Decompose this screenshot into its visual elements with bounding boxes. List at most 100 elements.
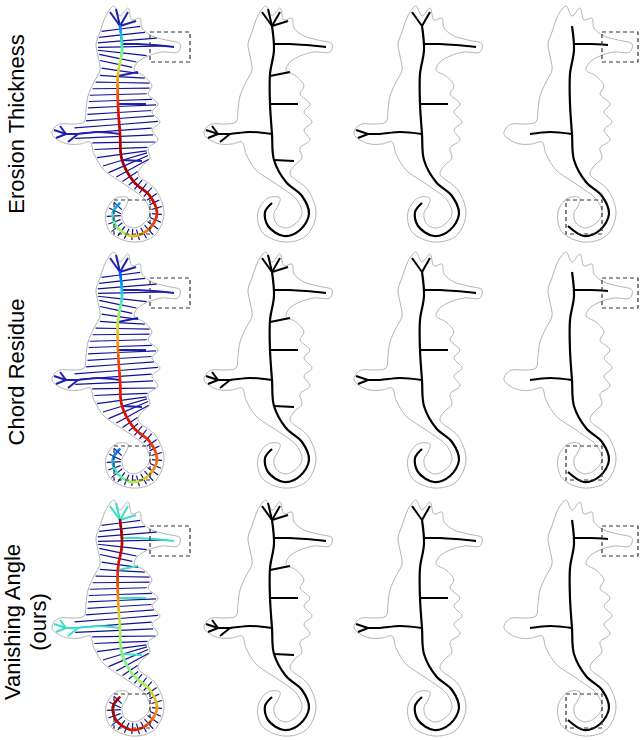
branch-line [103, 654, 122, 660]
skeleton-branch [412, 258, 422, 272]
zoom-box [602, 526, 638, 556]
branch-line [122, 670, 130, 675]
branch-line [118, 110, 151, 112]
skeleton-axis [265, 272, 309, 482]
branch-line [102, 523, 121, 525]
skeleton-axis [568, 26, 609, 236]
branch-line [99, 300, 121, 304]
branch-line [119, 362, 154, 365]
branch-line [118, 587, 147, 589]
skeleton-branch [424, 44, 476, 47]
branch-line [86, 612, 119, 614]
seahorse-panel [52, 252, 190, 488]
skeleton-branch [274, 290, 326, 293]
skeleton-branch [272, 21, 288, 26]
branch-line [121, 32, 145, 35]
skeleton-branch [274, 538, 326, 541]
skeleton-branch [122, 406, 142, 407]
branch-line [92, 142, 120, 144]
skeleton-branch [356, 624, 368, 628]
seahorse-panel [354, 500, 483, 736]
branch-line [90, 94, 118, 96]
branch-line [109, 412, 125, 419]
branch-line [89, 100, 118, 102]
branch-line [87, 113, 118, 115]
branch-line [96, 576, 118, 578]
skeleton-branch [420, 349, 448, 351]
skeleton-branch [218, 132, 272, 134]
branch-line [116, 665, 127, 671]
skeleton-branch [60, 126, 66, 134]
skeleton-branch [270, 103, 298, 105]
zoom-box [602, 278, 638, 308]
seahorse-panel [504, 252, 638, 488]
seahorse-panel [204, 252, 333, 488]
branch-line [98, 50, 122, 53]
branch-line [98, 296, 122, 299]
branch-line [119, 121, 158, 124]
branch-line [100, 307, 120, 311]
branch-line [114, 220, 121, 222]
row-label: Vanishing Angle (ours) [0, 522, 52, 722]
branch-line [118, 576, 150, 578]
branch-line [120, 622, 152, 624]
branch-line [120, 520, 140, 523]
skeleton-branch [66, 626, 120, 628]
shape-outline [504, 252, 633, 488]
skeleton-branch [118, 103, 146, 105]
branch-line [93, 334, 118, 335]
skeleton-branch [122, 160, 142, 161]
branch-line [122, 532, 157, 535]
skeleton-branch [212, 620, 218, 628]
branch-line [121, 305, 137, 308]
skeleton-branch [122, 290, 174, 293]
branch-line [120, 65, 133, 68]
branch-line [118, 105, 156, 107]
row-label: Chord Residue [4, 252, 30, 492]
branch-line [122, 399, 147, 406]
skeleton-branch [118, 349, 146, 351]
shape-outline [52, 252, 181, 488]
branch-line [97, 648, 121, 651]
seahorse-panel [354, 6, 483, 242]
skeleton-axis [265, 520, 309, 730]
branch-line [130, 665, 138, 670]
skeleton-branch [368, 132, 422, 134]
branch-line [120, 147, 147, 148]
skeleton-branch [422, 258, 430, 272]
skeleton-branch [118, 318, 138, 322]
branch-line [121, 59, 137, 62]
branch-line [102, 275, 121, 277]
branch-line [120, 635, 155, 637]
skeleton-branch [116, 503, 120, 520]
branch-line [88, 353, 118, 354]
seahorse-panel [52, 500, 190, 736]
branch-line [122, 547, 147, 550]
branch-line [130, 417, 138, 422]
shape-outline [354, 500, 483, 736]
branch-line [90, 340, 118, 342]
skeleton-axis [415, 520, 459, 730]
skeleton-branch [424, 538, 476, 541]
zoom-box [114, 446, 150, 480]
skeleton-branch [116, 255, 120, 272]
seahorse-panel [354, 252, 483, 488]
skeleton-branch [122, 654, 142, 655]
branch-line [99, 54, 121, 58]
branch-line [118, 88, 150, 90]
branch-line [92, 636, 120, 638]
branch-line [89, 594, 118, 596]
zoom-box [114, 200, 150, 234]
branch-line [96, 82, 118, 84]
skeleton-branch [270, 566, 290, 570]
branch-line [98, 46, 122, 48]
branch-line [120, 26, 140, 29]
branch-line [103, 406, 122, 412]
skeleton-axis [265, 26, 309, 236]
skeleton-branch [420, 597, 448, 599]
skeleton-branch [212, 372, 218, 380]
branch-line [118, 356, 151, 358]
branch-line [103, 160, 122, 166]
branch-line [120, 641, 147, 642]
branch-line [120, 393, 147, 394]
